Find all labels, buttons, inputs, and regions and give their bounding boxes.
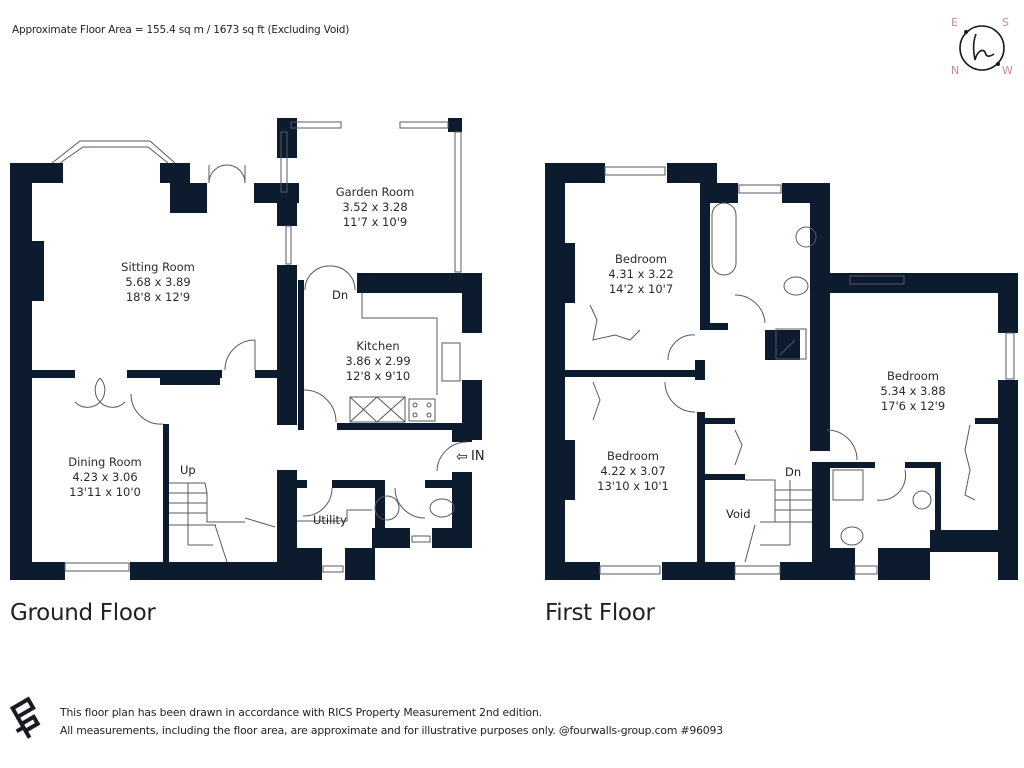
room-label-bedroom-2: Bedroom 5.34 x 3.88 17'6 x 12'9 [880, 369, 945, 414]
room-metric: 3.52 x 3.28 [342, 200, 408, 214]
room-metric: 4.31 x 3.22 [608, 267, 674, 281]
floor-plan-drawing [10, 118, 1018, 580]
room-imperial: 11'7 x 10'9 [342, 215, 408, 229]
room-metric: 4.23 x 3.06 [72, 470, 138, 484]
room-imperial: 14'2 x 10'7 [608, 282, 674, 296]
entrance-label: IN [471, 449, 485, 464]
first-floor-walls [545, 163, 1018, 580]
room-label-bedroom-1: Bedroom 4.31 x 3.22 14'2 x 10'7 [608, 252, 673, 297]
room-metric: 5.34 x 3.88 [880, 384, 946, 398]
floor-area-note: Approximate Floor Area = 155.4 sq m / 16… [12, 24, 350, 36]
room-imperial: 12'8 x 9'10 [345, 369, 411, 383]
fourwalls-logo-icon [9, 696, 41, 739]
room-label-garden-room: Garden Room 3.52 x 3.28 11'7 x 10'9 [336, 185, 415, 230]
compass-logo: E S N W [948, 14, 1020, 82]
room-imperial: 17'6 x 12'9 [880, 399, 946, 413]
footer-line-2: All measurements, including the floor ar… [60, 724, 723, 737]
room-label-bedroom-3: Bedroom 4.22 x 3.07 13'10 x 10'1 [597, 449, 669, 494]
room-label-dining-room: Dining Room 4.23 x 3.06 13'11 x 10'0 [68, 455, 142, 500]
compass-ring-icon [959, 25, 1005, 71]
room-imperial: 13'11 x 10'0 [69, 485, 141, 499]
room-name: Bedroom [886, 369, 940, 383]
compass-letter-e: E [951, 16, 958, 29]
compass-letter-s: S [1002, 16, 1009, 29]
room-name: Sitting Room [121, 260, 195, 274]
ground-floor-fixtures [51, 121, 468, 573]
room-label-sitting-room: Sitting Room 5.68 x 3.89 18'8 x 12'9 [121, 260, 195, 305]
room-name: Bedroom [606, 449, 659, 463]
room-imperial: 18'8 x 12'9 [125, 290, 191, 304]
room-metric: 3.86 x 2.99 [345, 354, 411, 368]
compass-letter-n: N [951, 64, 960, 77]
room-metric: 5.68 x 3.89 [125, 275, 191, 289]
room-name: Kitchen [356, 339, 400, 353]
utility-label: Utility [313, 513, 347, 527]
room-name: Dining Room [68, 455, 142, 469]
ground-floor-walls [10, 118, 482, 580]
ground-floor-title: Ground Floor [10, 600, 156, 626]
compass-letter-w: W [1002, 64, 1013, 77]
room-label-kitchen: Kitchen 3.86 x 2.99 12'8 x 9'10 [345, 339, 410, 384]
room-imperial: 13'10 x 10'1 [597, 479, 669, 493]
room-name: Garden Room [335, 185, 415, 199]
void-label: Void [726, 507, 751, 521]
first-floor-fixtures [589, 166, 1015, 575]
footer-line-1: This floor plan has been drawn in accord… [60, 706, 542, 719]
room-name: Bedroom [614, 252, 668, 266]
entrance-arrow-icon: ⇦ [456, 449, 468, 465]
first-floor-title: First Floor [545, 600, 655, 626]
footer-disclaimer: This floor plan has been drawn in accord… [60, 704, 723, 740]
stairs-up-label: Up [180, 463, 196, 477]
room-metric: 4.22 x 3.07 [600, 464, 666, 478]
stairs-down-label-ground: Dn [332, 288, 349, 302]
stairs-down-label-first: Dn [785, 465, 802, 479]
